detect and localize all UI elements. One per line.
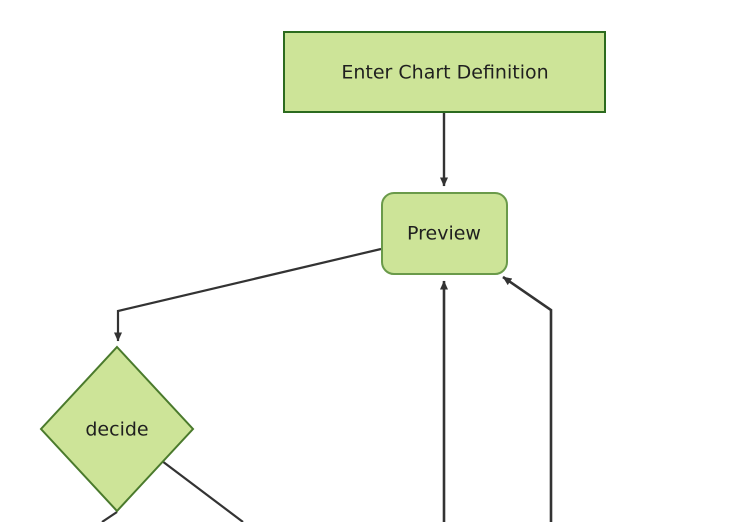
node-preview-shape[interactable]: [381, 192, 508, 275]
edge-decide-out-left: [101, 511, 118, 522]
node-decide-shape[interactable]: [39, 345, 195, 513]
edge-group: [101, 113, 553, 522]
edge-preview-to-decide: [114, 247, 382, 342]
edge-loop-right-to-preview: [502, 275, 553, 522]
node-enter-chart-definition[interactable]: Enter Chart Definition: [283, 31, 606, 113]
node-preview[interactable]: Preview: [381, 192, 508, 275]
node-enter-chart-definition-shape[interactable]: [283, 31, 606, 113]
edge-decide-out-right: [161, 460, 244, 522]
node-decide[interactable]: decide: [39, 345, 195, 513]
